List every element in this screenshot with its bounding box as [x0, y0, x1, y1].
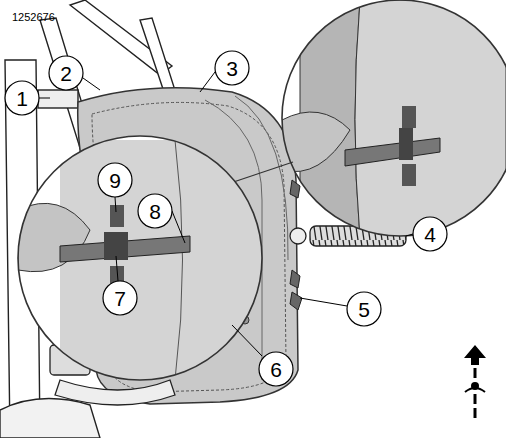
detail-view-left [18, 136, 262, 380]
callout-number: 4 [424, 224, 436, 245]
figure-id: 1252676 [12, 12, 55, 23]
callout-circles [5, 51, 447, 386]
leader-lines [39, 72, 413, 356]
callout-number: 7 [114, 288, 126, 309]
callout-number: 5 [358, 299, 370, 320]
callout-number: 6 [270, 359, 282, 380]
callout-number: 2 [60, 63, 72, 84]
callout-number: 8 [149, 201, 161, 222]
callout-number: 1 [16, 88, 28, 109]
direction-symbol [464, 345, 486, 418]
callout-number: 9 [109, 170, 121, 191]
callout-number: 3 [226, 58, 238, 79]
